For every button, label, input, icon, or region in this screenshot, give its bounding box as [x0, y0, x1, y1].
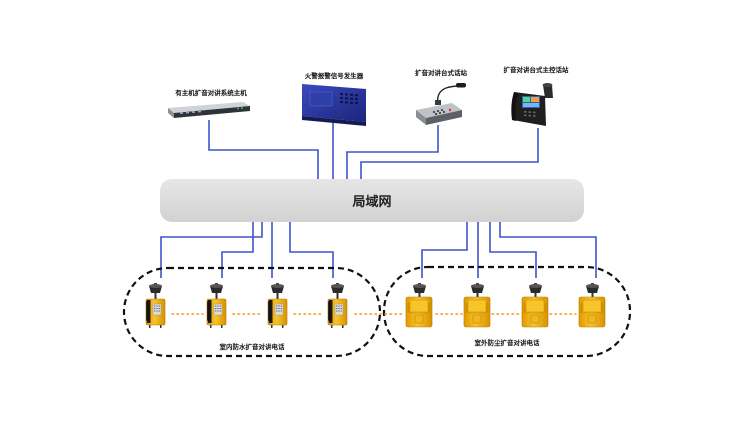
uplink-wires: [208, 120, 539, 180]
outdoor-zone-label: 室外防尘扩音对讲电话: [475, 338, 541, 347]
desk-microphone-station-icon: [416, 83, 466, 125]
waterproof-phone-icon: [267, 282, 288, 329]
rack-server-icon: [168, 102, 250, 118]
desk-station-label: 扩音对讲台式话站: [415, 68, 468, 77]
indoor-zone: [122, 266, 382, 358]
waterproof-phone-icon: [145, 282, 166, 329]
outdoor-zone: [382, 265, 632, 358]
host-label: 有主机扩音对讲系统主机: [175, 88, 247, 97]
waterproof-phone-icon: [206, 282, 227, 329]
waterproof-phone-icon: [327, 282, 348, 329]
lan-label: 局域网: [352, 194, 391, 210]
fire-alarm-label: 火警报警信号发生器: [305, 71, 364, 80]
master-station-label: 扩音对讲台式主控话站: [504, 65, 570, 74]
fire-alarm-generator-icon: [302, 84, 366, 126]
dustproof-phone-icon: [405, 282, 433, 328]
dustproof-phone-icon: [463, 282, 491, 328]
dustproof-phone-icon: [521, 282, 549, 328]
dustproof-phone-icon: [578, 282, 606, 328]
indoor-zone-label: 室内防水扩音对讲电话: [220, 342, 286, 351]
lan-bar: 局域网: [160, 179, 584, 222]
downlink-wires: [160, 222, 597, 278]
desk-master-phone-icon: [511, 83, 553, 126]
